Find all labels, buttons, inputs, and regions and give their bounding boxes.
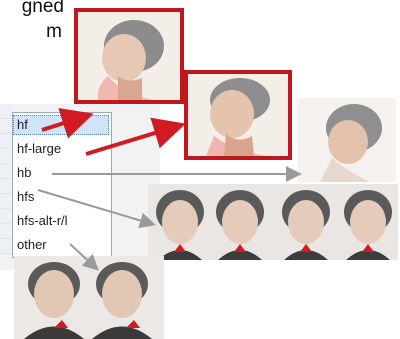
red-arrow-hf: [42, 116, 86, 130]
red-arrow-hf-large: [86, 126, 178, 154]
gray-arrow-other: [70, 244, 96, 268]
gray-arrow-hfs: [38, 190, 152, 224]
